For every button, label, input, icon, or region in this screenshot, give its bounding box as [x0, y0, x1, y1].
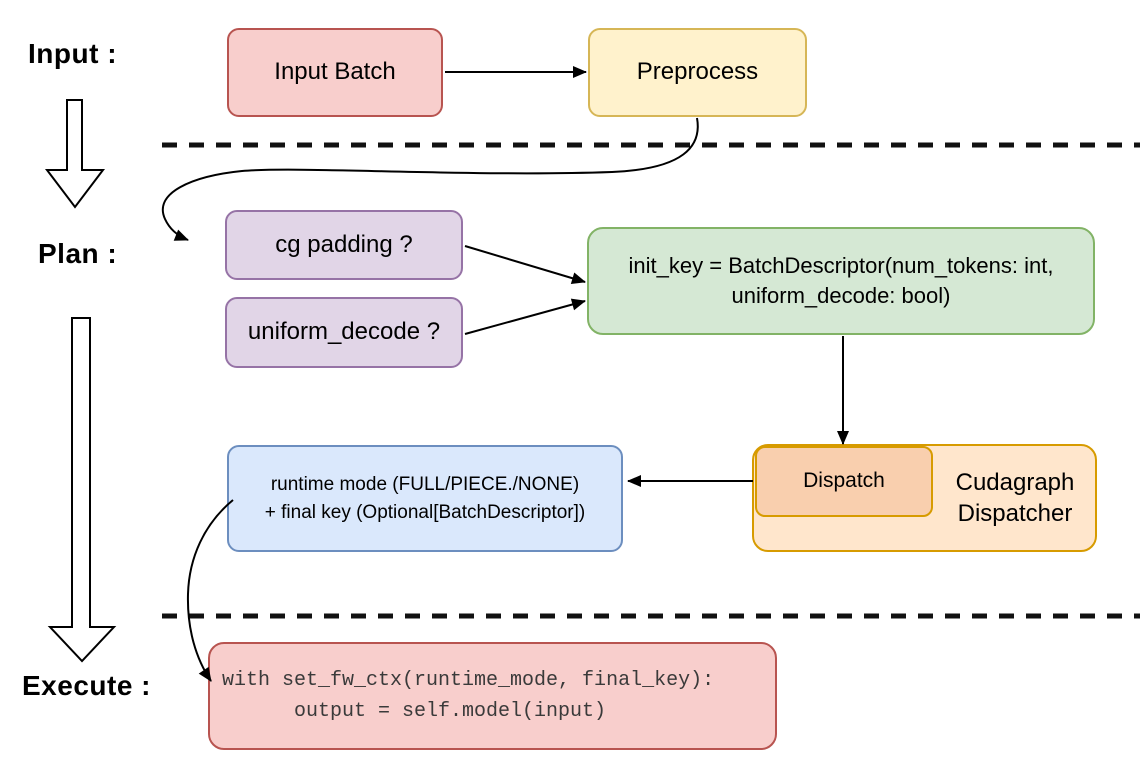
arrow-cgpadding-to-initkey — [464, 245, 586, 285]
init-key-line2: uniform_decode: bool) — [731, 283, 951, 308]
dispatch-label: Dispatch — [803, 469, 885, 493]
init-key-node: init_key = BatchDescriptor(num_tokens: i… — [587, 227, 1095, 335]
execute-code-line2: output = self.model(input) — [222, 700, 607, 723]
cg-padding-node: cg padding ? — [225, 210, 463, 280]
cg-padding-label: cg padding ? — [275, 230, 413, 258]
arrow-uniformdecode-to-initkey — [464, 298, 586, 335]
input-to-plan-arrow — [44, 99, 106, 209]
stage-label-execute: Execute : — [22, 670, 151, 701]
execute-code-node: with set_fw_ctx(runtime_mode, final_key)… — [208, 642, 777, 750]
dispatch-node: Dispatch — [755, 446, 933, 517]
uniform-decode-node: uniform_decode ? — [225, 297, 463, 368]
stage-label-plan: Plan : — [38, 238, 118, 269]
cudagraph-dispatcher-label: Cudagraph Dispatcher — [933, 444, 1097, 552]
preprocess-node: Preprocess — [588, 28, 807, 117]
preprocess-label: Preprocess — [636, 58, 759, 86]
cudagraph-dispatcher-line2: Dispatcher — [957, 500, 1073, 527]
runtime-mode-line2: + final key (Optional[BatchDescriptor]) — [264, 501, 586, 523]
input-batch-node: Input Batch — [227, 28, 443, 117]
stage-label-input: Input : — [28, 38, 118, 69]
input-batch-label: Input Batch — [274, 58, 396, 86]
runtime-mode-line1: runtime mode (FULL/PIECE./NONE) — [270, 473, 580, 495]
plan-to-execute-arrow — [47, 317, 117, 663]
cudagraph-dispatcher-line1: Cudagraph — [955, 469, 1075, 496]
runtime-mode-node: runtime mode (FULL/PIECE./NONE) + final … — [227, 445, 623, 552]
uniform-decode-label: uniform_decode ? — [247, 318, 441, 346]
execute-code-line1: with set_fw_ctx(runtime_mode, final_key)… — [222, 669, 715, 692]
init-key-line1: init_key = BatchDescriptor(num_tokens: i… — [628, 253, 1054, 278]
